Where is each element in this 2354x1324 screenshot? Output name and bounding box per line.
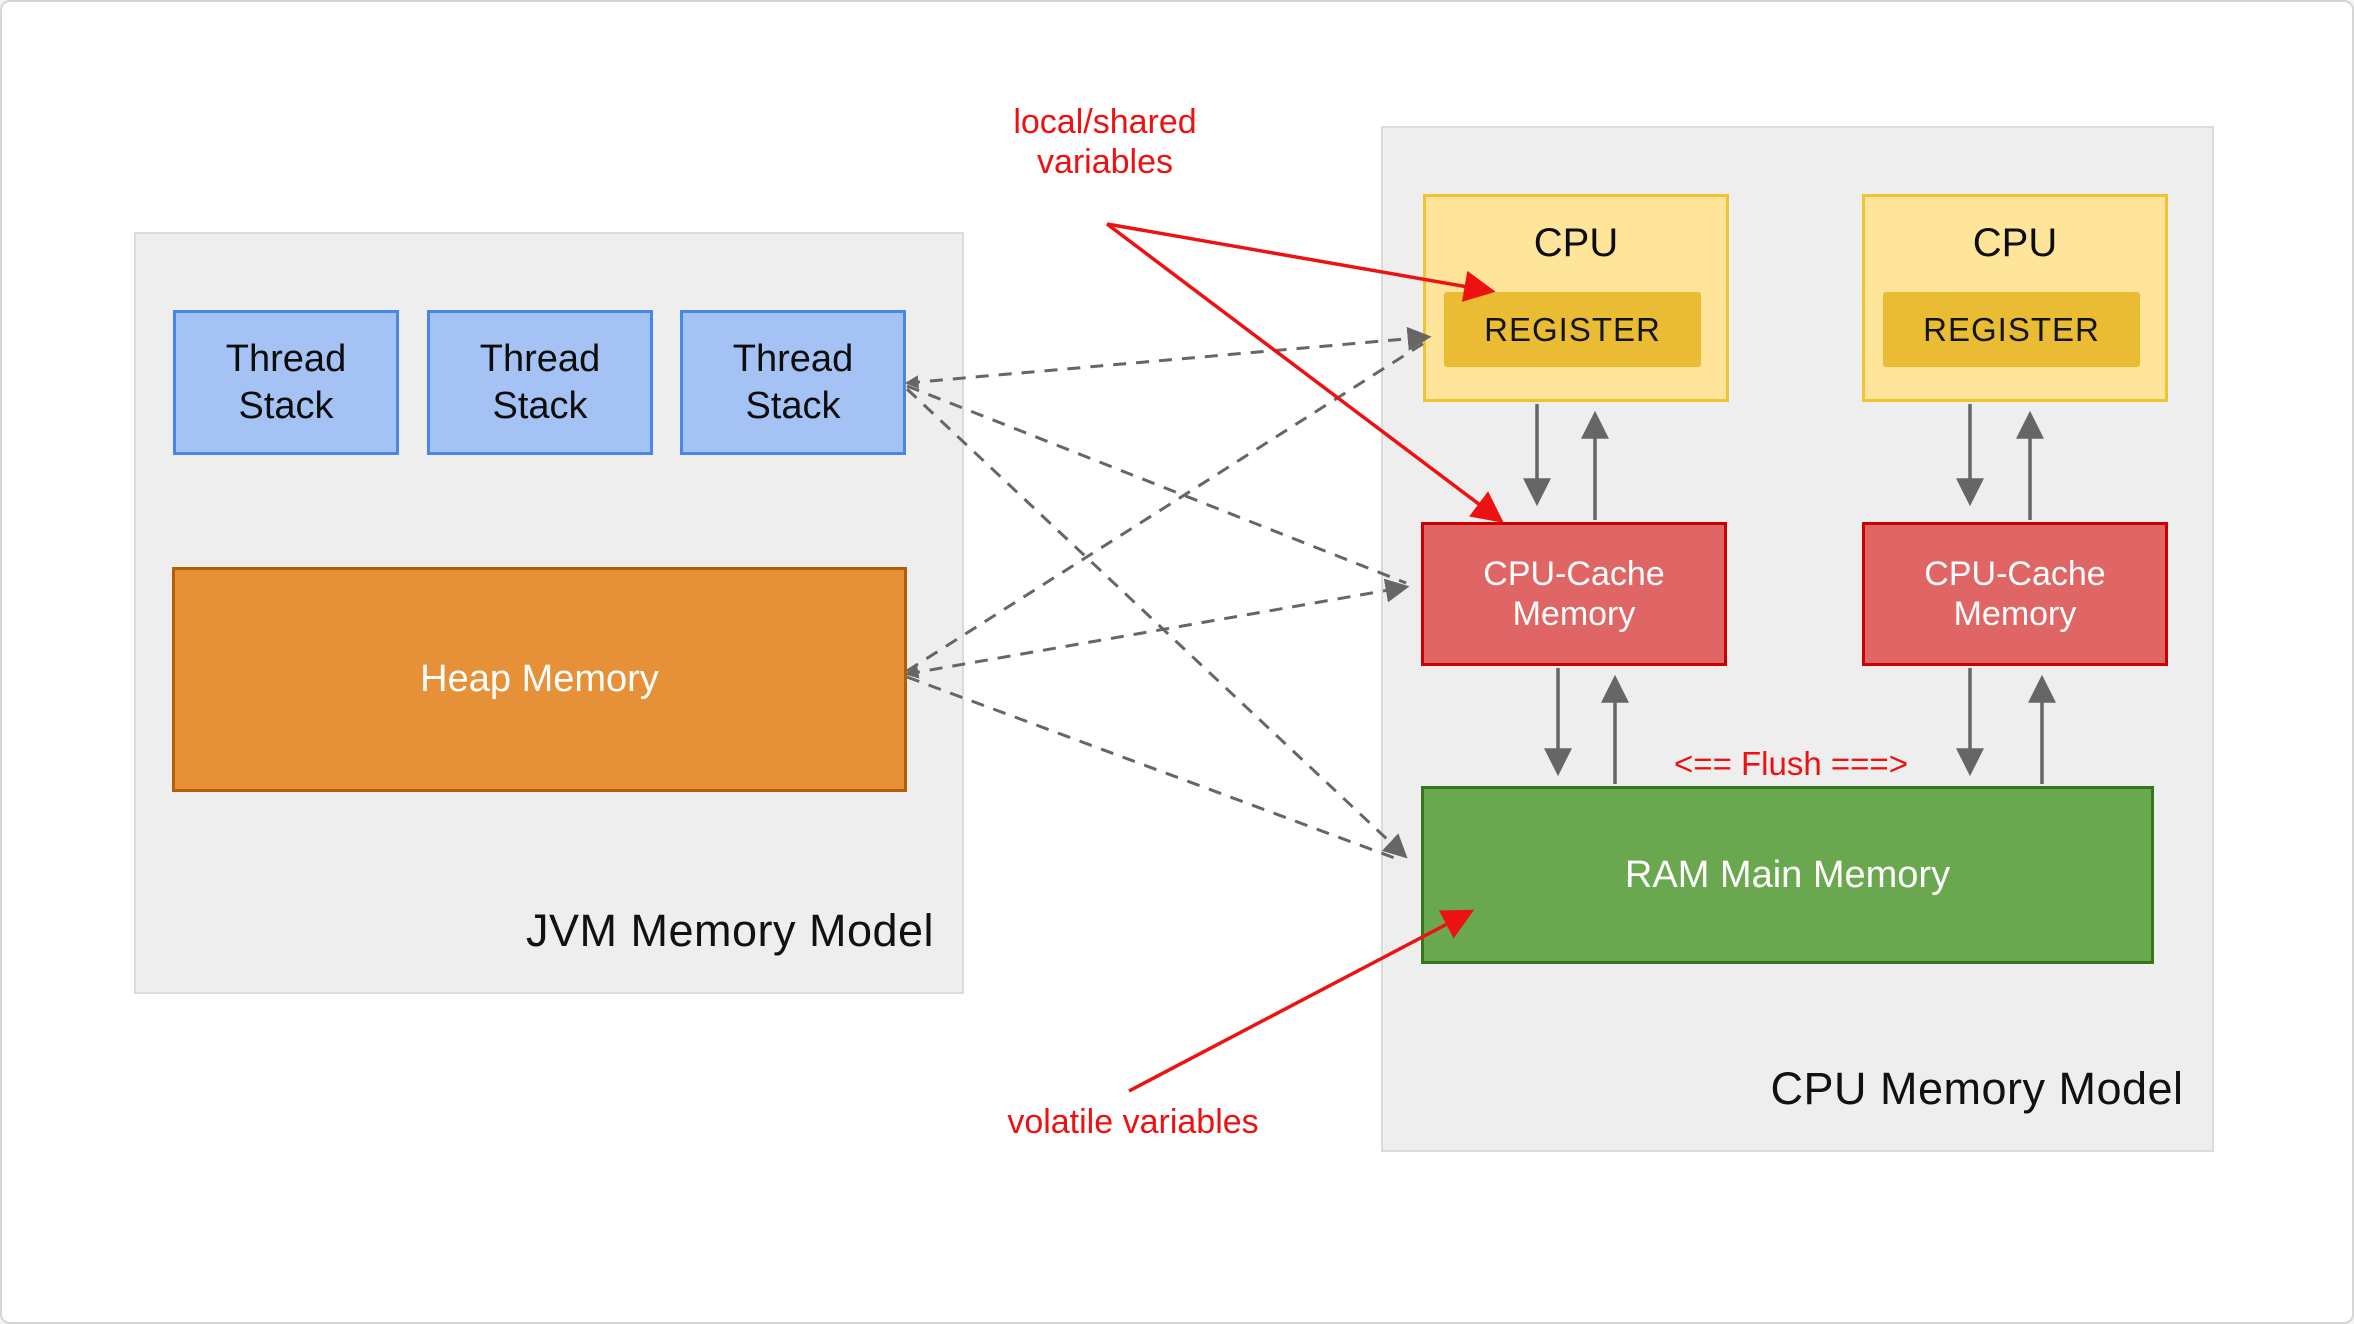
dashed-arrow-thread-stack-to-cache [906, 384, 1407, 585]
thread-stack-box-3: Thread Stack [680, 310, 906, 455]
register-box-1: REGISTER [1444, 292, 1701, 367]
register-label: REGISTER [1923, 310, 2100, 348]
cpu-label: CPU [1972, 221, 2058, 265]
jvm-panel-title: JVM Memory Model [525, 905, 935, 956]
heap-memory-box: Heap Memory [172, 567, 907, 792]
ram-main-memory-box: RAM Main Memory [1421, 786, 2154, 964]
volatile-variables-annotation: volatile variables [1007, 1103, 1259, 1141]
dashed-arrow-heap-to-cache [905, 578, 1410, 679]
cpu-cache-memory-box-2: CPU-Cache Memory [1862, 522, 2168, 666]
thread-stack-label: Thread Stack [225, 337, 347, 427]
register-box-2: REGISTER [1883, 292, 2140, 367]
thread-stack-label: Thread Stack [479, 337, 601, 427]
cache-label-line1: CPU-Cache [1924, 555, 2106, 593]
cache-label-line1: CPU-Cache [1483, 555, 1665, 593]
cpu-cache-memory-box-1: CPU-Cache Memory [1421, 522, 1727, 666]
register-label: REGISTER [1484, 310, 1661, 348]
dashed-arrow-thread-stack-to-register [904, 326, 1432, 389]
cache-label-line2: Memory [1953, 595, 2077, 633]
heap-memory-label: Heap Memory [420, 658, 659, 700]
cpu-label: CPU [1533, 221, 1619, 265]
thread-stack-box-1: Thread Stack [173, 310, 399, 455]
cpu-panel-title: CPU Memory Model [1770, 1063, 2184, 1114]
cpu-box-2: CPU REGISTER [1862, 194, 2168, 402]
dashed-arrow-thread-stack-to-ram [905, 387, 1408, 859]
thread-stack-box-2: Thread Stack [427, 310, 653, 455]
local-shared-line2: variables [1036, 143, 1174, 181]
local-shared-line1: local/shared [1013, 103, 1197, 141]
dashed-arrow-heap-to-ram [906, 675, 1401, 862]
ram-label: RAM Main Memory [1624, 853, 1951, 896]
cache-label-line2: Memory [1512, 595, 1636, 633]
cpu-box-1: CPU REGISTER [1423, 194, 1729, 402]
local-shared-variables-annotation: local/shared variables [905, 102, 1305, 182]
dashed-arrow-heap-to-register [906, 341, 1425, 673]
flush-annotation: <== Flush ===> [1674, 745, 1908, 782]
thread-stack-label: Thread Stack [732, 337, 854, 427]
